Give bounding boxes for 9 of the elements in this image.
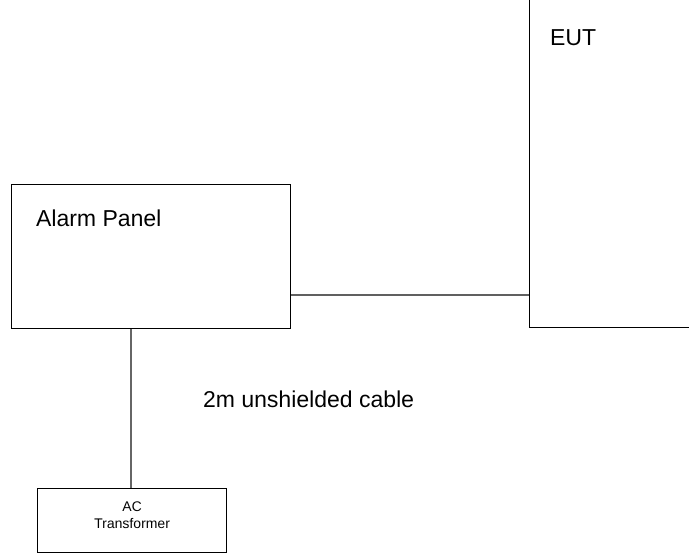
component-box — [529, 0, 689, 328]
component-box — [37, 488, 227, 553]
connector-line — [130, 329, 132, 488]
component-box — [11, 184, 291, 329]
box-label: AC Transformer — [93, 498, 171, 532]
cable-note: 2m unshielded cable — [203, 386, 414, 413]
box-label: Alarm Panel — [36, 205, 162, 233]
box-label: EUT — [550, 24, 596, 52]
connector-line — [291, 294, 529, 296]
